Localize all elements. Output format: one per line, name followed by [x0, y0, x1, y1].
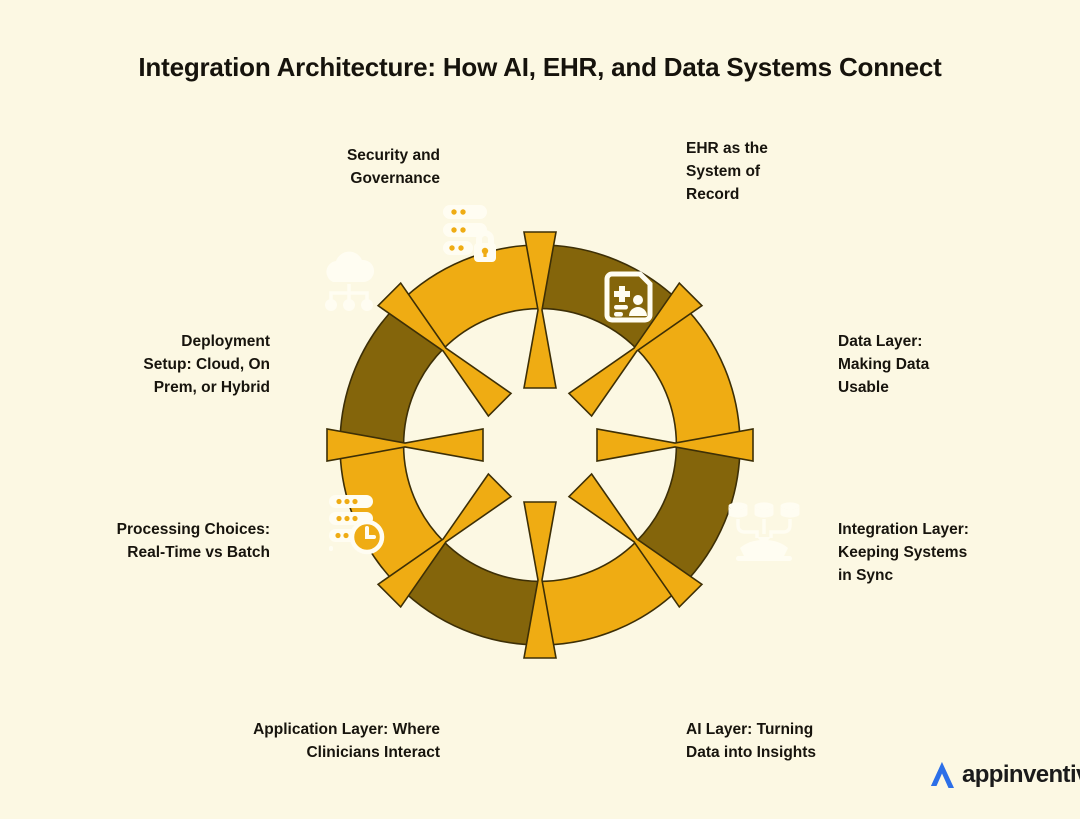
segment-connectors	[326, 231, 754, 659]
segment-icons	[325, 205, 800, 561]
label-integration-layer: Integration Layer: Keeping Systems in Sy…	[838, 521, 969, 584]
label-security-governance: Security and Governance	[346, 147, 440, 187]
connector-225	[376, 472, 513, 609]
label-deployment-setup: Deployment Setup: Cloud, On Prem, or Hyb…	[143, 333, 270, 396]
data-funnel-icon	[728, 502, 800, 561]
logo-wordmark: appinventiv	[962, 761, 1080, 788]
medical-record-icon	[604, 271, 653, 323]
connector-180	[523, 501, 557, 659]
label-ai-layer: AI Layer: Turning Data into Insights	[686, 721, 817, 761]
label-data-layer: Data Layer: Making Data Usable	[838, 333, 930, 396]
cloud-nodes-icon	[325, 251, 375, 311]
label-application-layer: Application Layer: Where Clinicians Inte…	[253, 721, 440, 761]
cycle-ring-diagram	[325, 205, 800, 659]
appinventiv-logo[interactable]: appinventiv	[925, 758, 1080, 792]
server-clock-icon	[329, 495, 385, 555]
connector-45	[567, 281, 704, 418]
connector-90	[596, 428, 754, 462]
connector-135	[567, 472, 704, 609]
a-chevron-mark	[931, 762, 954, 788]
connector-top	[523, 231, 557, 389]
label-processing-choices: Processing Choices: Real-Time vs Batch	[116, 521, 270, 561]
connector-315	[376, 281, 513, 418]
server-lock-icon	[443, 205, 496, 262]
page-title: Integration Architecture: How AI, EHR, a…	[138, 52, 942, 82]
connector-270	[326, 428, 484, 462]
label-ehr: EHR as the System of Record	[686, 140, 768, 203]
